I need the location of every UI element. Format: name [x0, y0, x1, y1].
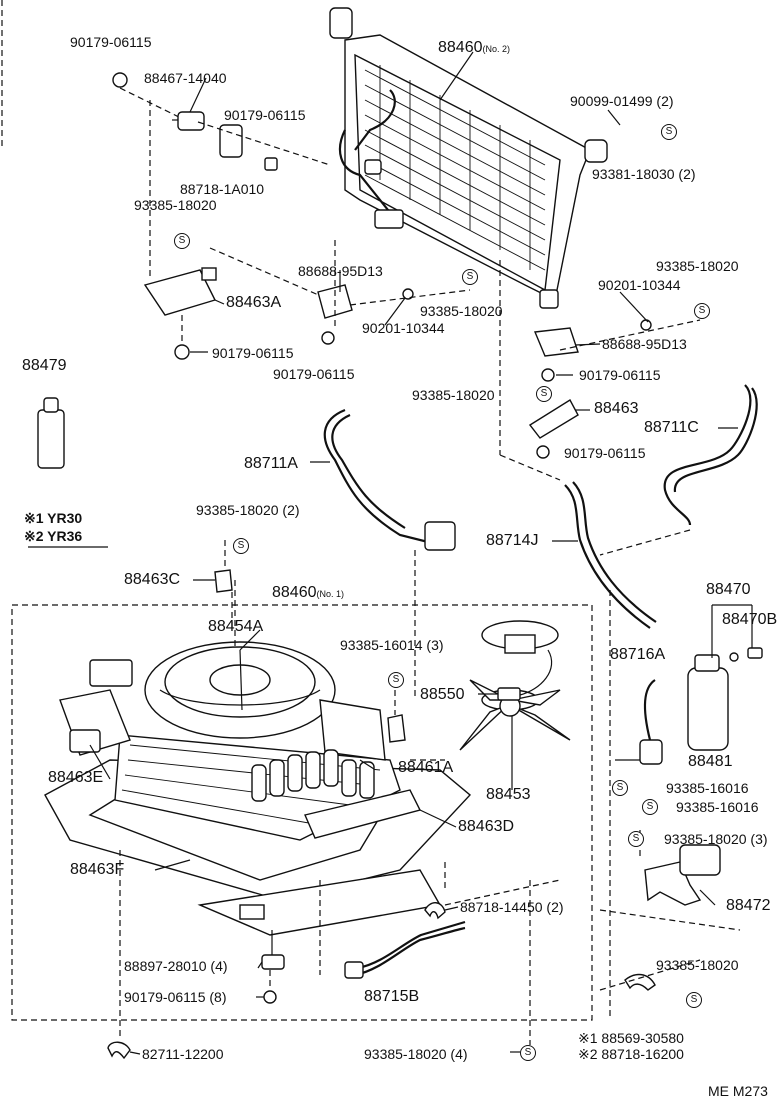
hose-88711A [323, 408, 441, 547]
label-93385-16014: 93385-16014 (3) [340, 637, 444, 653]
label-88714J: 88714J [486, 532, 539, 549]
label-90179-06115-g: 90179-06115 (8) [124, 989, 227, 1005]
label-88569-30580: ※1 88569-30580 [578, 1030, 684, 1046]
label-90201-10344-b: 90201-10344 [598, 277, 681, 293]
condenser-no1 [44, 580, 472, 975]
label-93385-18020-e: 93385-18020 (2) [196, 502, 300, 518]
hose-88711C [663, 384, 752, 526]
receiver-88470 [687, 604, 763, 751]
label-88463: 88463 [594, 400, 639, 417]
s-mark: S [520, 1045, 536, 1061]
label-93381-18030: 93381-18030 (2) [592, 166, 696, 182]
label-88463C: 88463C [124, 571, 181, 588]
label-88718-16200: ※2 88718-16200 [578, 1046, 684, 1062]
label-90179-06115-a: 90179-06115 [70, 34, 152, 50]
label-88460-no2: 88460(No. 2) [438, 39, 511, 56]
part-88479 [37, 397, 65, 469]
label-93385-18020-d: 93385-18020 [412, 387, 495, 403]
label-88463F: 88463F [70, 861, 125, 878]
label-93385-16016-b: 93385-16016 [676, 799, 759, 815]
label-90179-06115-d: 90179-06115 [273, 366, 355, 382]
label-93385-18020-f: 93385-18020 (3) [664, 831, 768, 847]
diagram-code: ME M273 [708, 1083, 768, 1099]
s-mark: S [628, 831, 644, 847]
label-93385-18020-a: 93385-18020 [134, 197, 217, 213]
label-88463A: 88463A [226, 294, 282, 311]
s-mark: S [612, 780, 628, 796]
s-mark: S [686, 992, 702, 1008]
hose-88714J [564, 484, 651, 629]
label-88460-no1: 88460(No. 1) [272, 584, 345, 601]
label-88897-28010: 88897-28010 (4) [124, 958, 228, 974]
label-93385-16016-a: 93385-16016 [666, 780, 749, 796]
label-90179-06115-b: 90179-06115 [224, 107, 306, 123]
label-88711C: 88711C [644, 419, 699, 436]
label-88461A: 88461A [398, 759, 454, 776]
label-88718-1A010: 88718-1A010 [180, 181, 265, 197]
label-88463E: 88463E [48, 769, 104, 786]
label-88463D: 88463D [458, 818, 515, 835]
s-mark: S [642, 799, 658, 815]
label-90201-10344-a: 90201-10344 [362, 320, 445, 336]
label-88550: 88550 [420, 686, 465, 703]
label-88453: 88453 [486, 786, 531, 803]
legend-yr30: ※1 YR30 [24, 510, 83, 526]
label-90179-06115-c: 90179-06115 [212, 345, 294, 361]
condenser-no2 [329, 7, 608, 309]
label-93385-18020-h: 93385-18020 (4) [364, 1046, 468, 1062]
label-93385-18020-g: 93385-18020 [656, 957, 739, 973]
label-88716A: 88716A [610, 646, 666, 663]
s-mark: S [388, 672, 404, 688]
label-82711-12200: 82711-12200 [142, 1046, 224, 1062]
label-88718-14450: 88718-14450 (2) [460, 899, 564, 915]
hose-88715B [354, 926, 466, 977]
label-88715B: 88715B [364, 988, 420, 1005]
label-88479: 88479 [22, 357, 67, 374]
label-88481: 88481 [688, 753, 733, 770]
label-90179-06115-e: 90179-06115 [579, 367, 661, 383]
s-mark: S [661, 124, 677, 140]
label-90179-06115-f: 90179-06115 [564, 445, 646, 461]
s-mark: S [462, 269, 478, 285]
label-88467-14040: 88467-14040 [144, 70, 227, 86]
label-88472: 88472 [726, 897, 771, 914]
label-88470B: 88470B [722, 611, 778, 628]
s-mark: S [536, 386, 552, 402]
label-88688-95D13-b: 88688-95D13 [602, 336, 687, 352]
label-93385-18020-c: 93385-18020 [656, 258, 739, 274]
s-mark: S [174, 233, 190, 249]
leader-lines [89, 51, 738, 1055]
top-left-parts [112, 72, 331, 360]
fan-88453 [459, 679, 571, 790]
label-93385-18020-b: 93385-18020 [420, 303, 503, 319]
condenser-no1-box [11, 604, 593, 1021]
label-90099-01499: 90099-01499 (2) [570, 93, 674, 109]
label-88711A: 88711A [244, 455, 298, 472]
center-brackets [317, 240, 471, 345]
label-88688-95D13-a: 88688-95D13 [298, 263, 383, 279]
label-88470: 88470 [706, 581, 751, 598]
legend-yr36: ※2 YR36 [24, 528, 83, 544]
s-mark: S [694, 303, 710, 319]
s-mark: S [233, 538, 249, 554]
label-88454A: 88454A [208, 618, 264, 635]
motor-88550 [481, 620, 559, 701]
